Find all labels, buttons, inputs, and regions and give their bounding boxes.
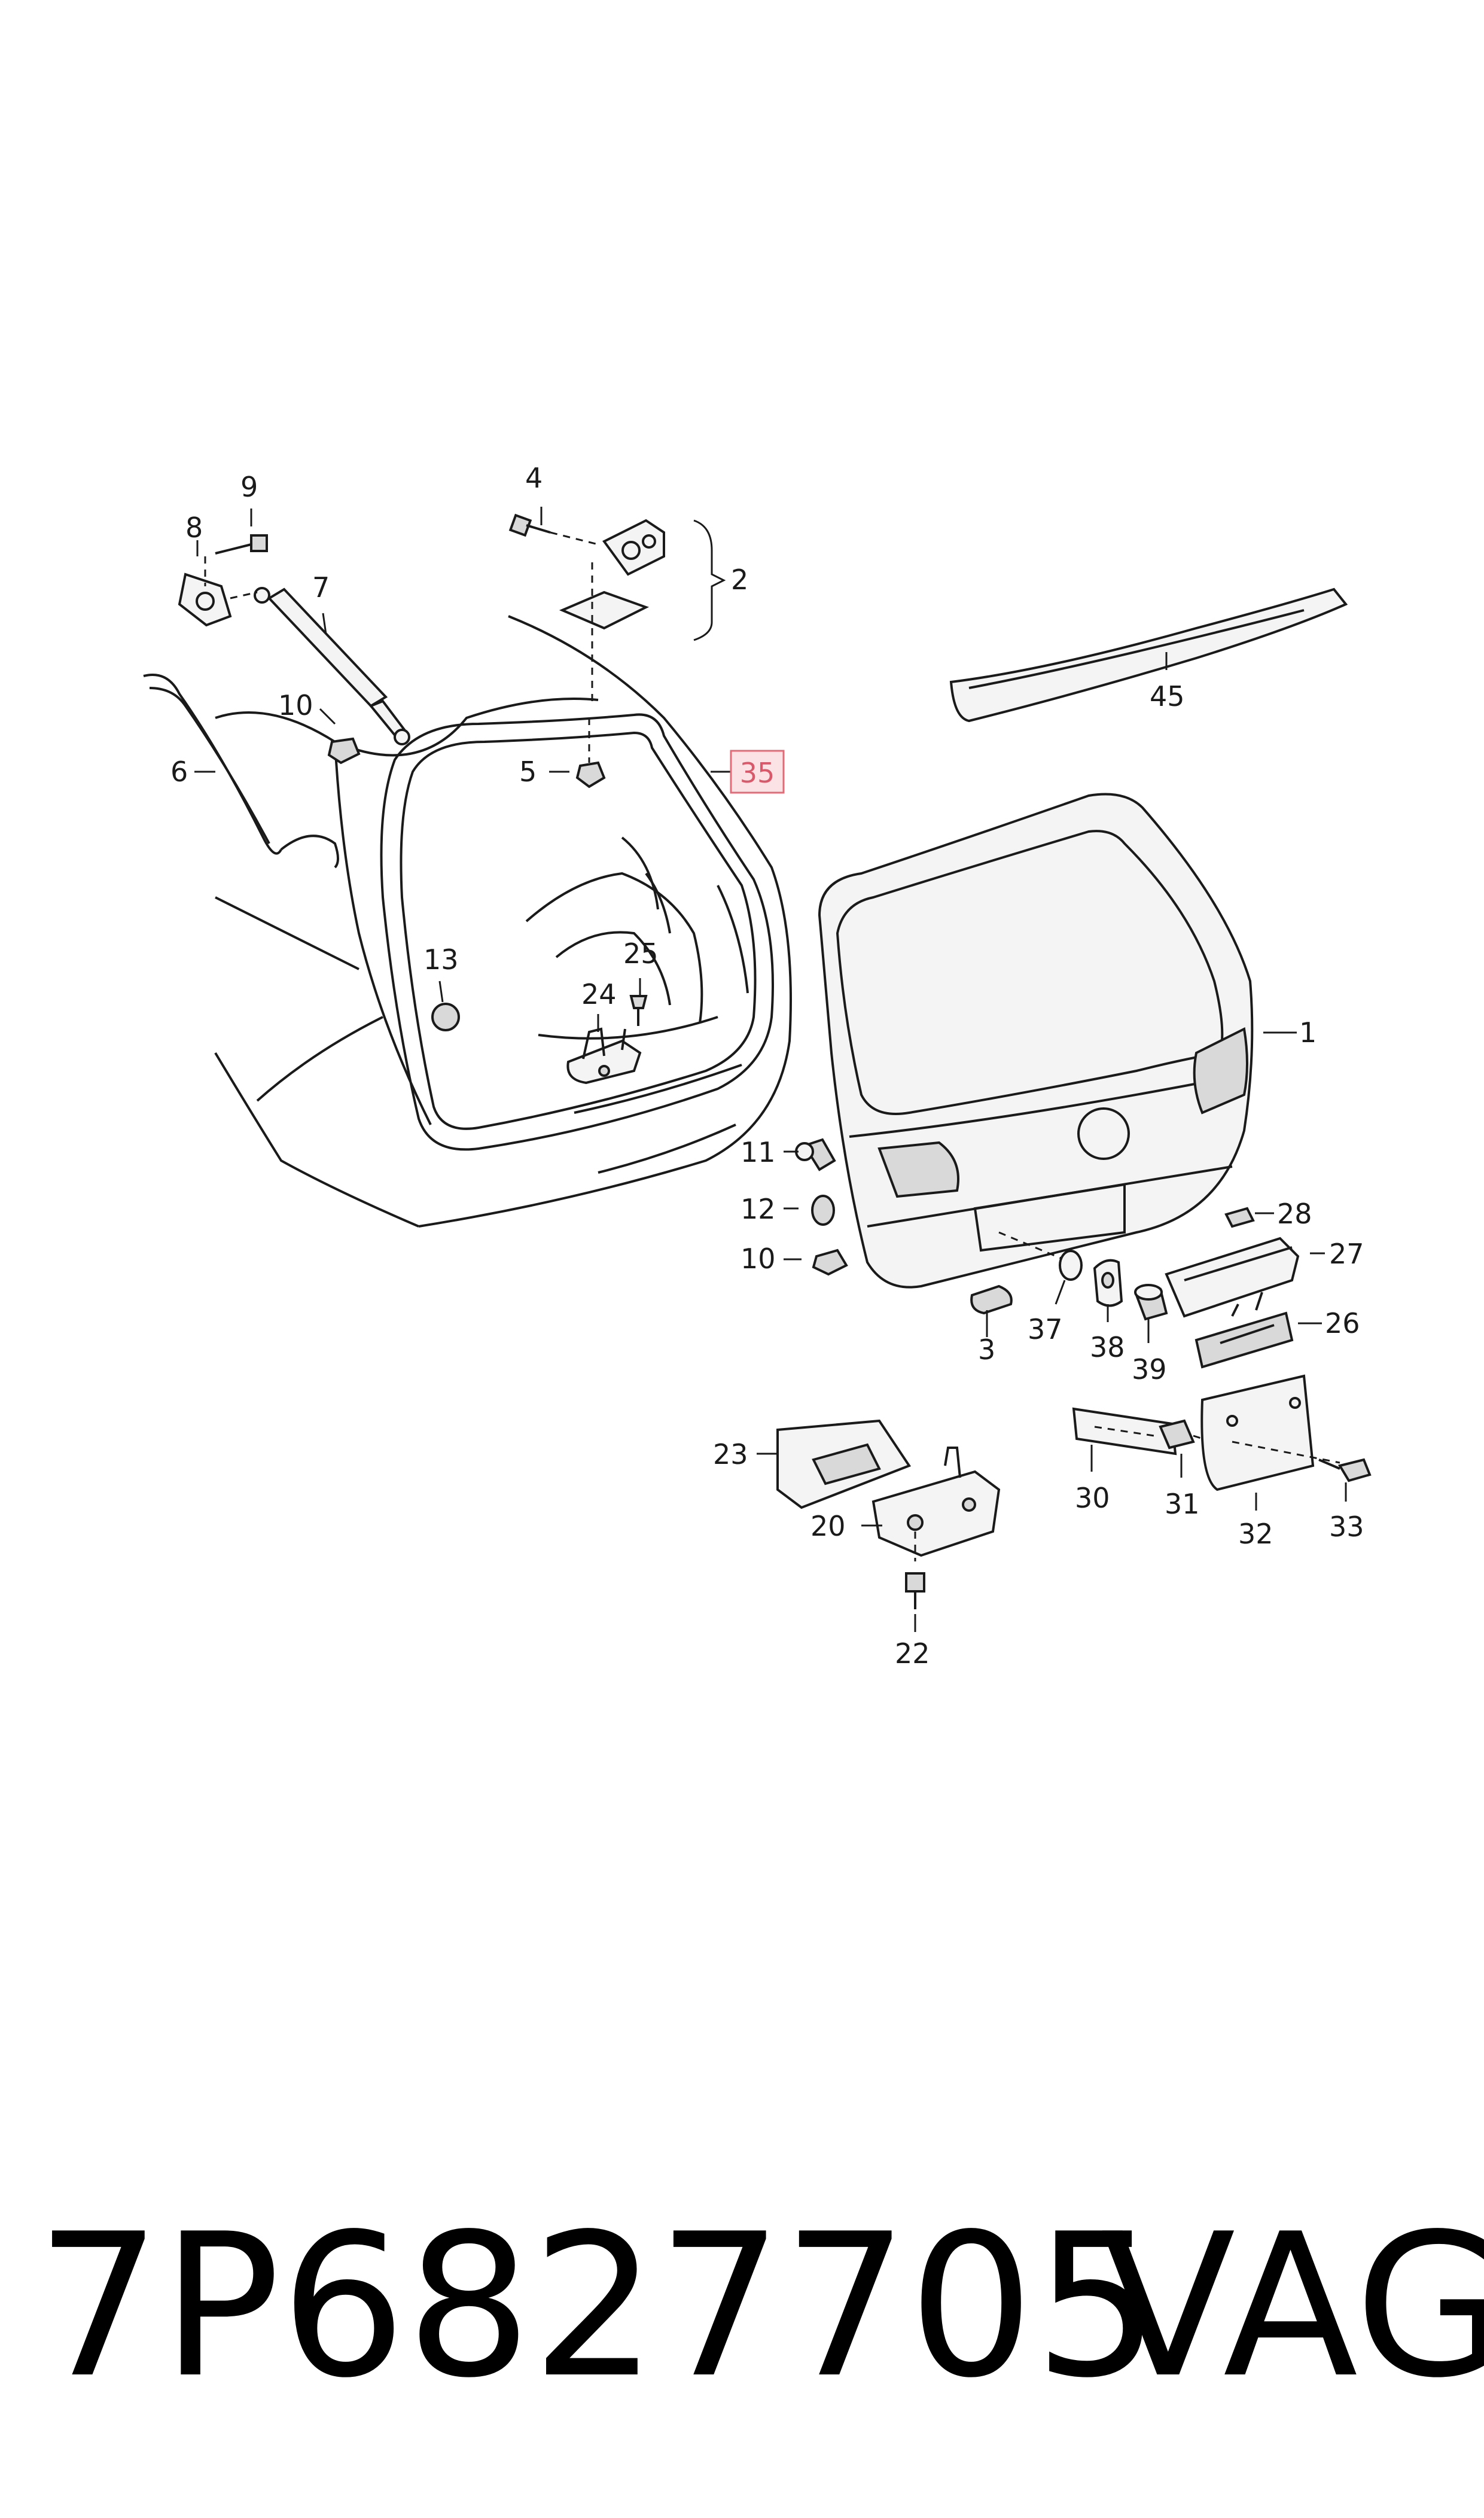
hinge-part <box>559 519 726 706</box>
callout-3: 3 <box>978 1333 995 1366</box>
grommet-38-part <box>1093 1259 1123 1307</box>
callout-37: 37 <box>1028 1313 1063 1345</box>
lock-20-part <box>871 1447 1001 1561</box>
tailgate-part <box>818 793 1254 1289</box>
callout-25: 25 <box>623 937 659 970</box>
highlighted-callout-35: 35 <box>730 750 785 794</box>
clip-31-part <box>1159 1419 1233 1450</box>
car-body-outline <box>214 615 792 1228</box>
bushing-39-part <box>1134 1284 1168 1321</box>
callout-13: 13 <box>423 943 459 976</box>
parts-diagram: 35 1 2 3 4 5 6 7 8 9 10 10 11 12 13 20 2… <box>143 462 1372 1670</box>
bracket-23-part <box>776 1419 912 1509</box>
cap-3-part <box>970 1284 1013 1315</box>
callout-30: 30 <box>1075 1482 1110 1514</box>
callout-38: 38 <box>1090 1331 1125 1363</box>
bolt-4-part <box>508 513 599 546</box>
callout-45: 45 <box>1150 680 1185 713</box>
callout-12: 12 <box>741 1193 776 1225</box>
callout-28: 28 <box>1277 1198 1312 1230</box>
grommet-12-part <box>811 1195 835 1226</box>
camera-26-part <box>1194 1292 1294 1369</box>
callout-labels: 1 2 3 4 5 6 7 8 9 10 10 11 12 13 20 22 2… <box>170 462 1364 1670</box>
callout-35-label: 35 <box>740 757 775 789</box>
gas-strut-7-part <box>254 587 410 745</box>
callout-4: 4 <box>525 462 543 494</box>
washer-37-part <box>1059 1250 1083 1281</box>
cap-28-part <box>1224 1207 1255 1228</box>
screw-33-part <box>1318 1458 1372 1482</box>
leader-lines <box>194 507 1347 1632</box>
tailgate-seal-part <box>380 713 774 1151</box>
callout-9: 9 <box>240 471 258 503</box>
bump-stop-11-part <box>795 1138 836 1171</box>
callout-8: 8 <box>185 511 203 544</box>
callout-22: 22 <box>895 1637 930 1670</box>
callout-20: 20 <box>810 1510 846 1542</box>
callout-27: 27 <box>1329 1238 1364 1270</box>
callout-24: 24 <box>581 978 617 1010</box>
callout-39: 39 <box>1132 1353 1167 1386</box>
bolt-9-part <box>215 534 268 555</box>
callout-23: 23 <box>713 1438 748 1470</box>
callout-1: 1 <box>1299 1016 1317 1049</box>
callout-7: 7 <box>312 571 330 604</box>
callout-10-lower: 10 <box>741 1243 776 1275</box>
callout-10-top: 10 <box>278 689 313 721</box>
cable-6-part <box>143 674 339 869</box>
fastener-10-top-part <box>327 737 361 765</box>
screw-25-part <box>629 995 648 1026</box>
brand-name: VAG <box>1101 2191 1484 2421</box>
striker-24-part <box>566 1027 642 1085</box>
spoiler-part <box>949 587 1348 723</box>
callout-2: 2 <box>731 564 748 596</box>
callout-32: 32 <box>1238 1518 1273 1550</box>
fastener-10-lower-part <box>812 1249 848 1276</box>
callout-5: 5 <box>519 756 537 788</box>
nut-5-part <box>575 718 606 788</box>
callout-11: 11 <box>741 1136 776 1168</box>
bracket-32-part <box>1200 1374 1340 1491</box>
bracket-8-part <box>178 556 258 627</box>
callout-33: 33 <box>1329 1511 1364 1543</box>
part-number: 7P6827705 <box>36 2191 1160 2421</box>
plug-13-part <box>431 1003 460 1031</box>
handle-27-part <box>1165 1237 1300 1318</box>
callout-26: 26 <box>1325 1307 1360 1339</box>
callout-6: 6 <box>170 756 188 788</box>
exploded-view-drawing: 35 1 2 3 4 5 6 7 8 9 10 10 11 12 13 20 2… <box>143 462 1372 1670</box>
plate-30-part <box>1072 1407 1177 1456</box>
bolt-22-part <box>905 1572 925 1609</box>
callout-31: 31 <box>1165 1488 1200 1520</box>
